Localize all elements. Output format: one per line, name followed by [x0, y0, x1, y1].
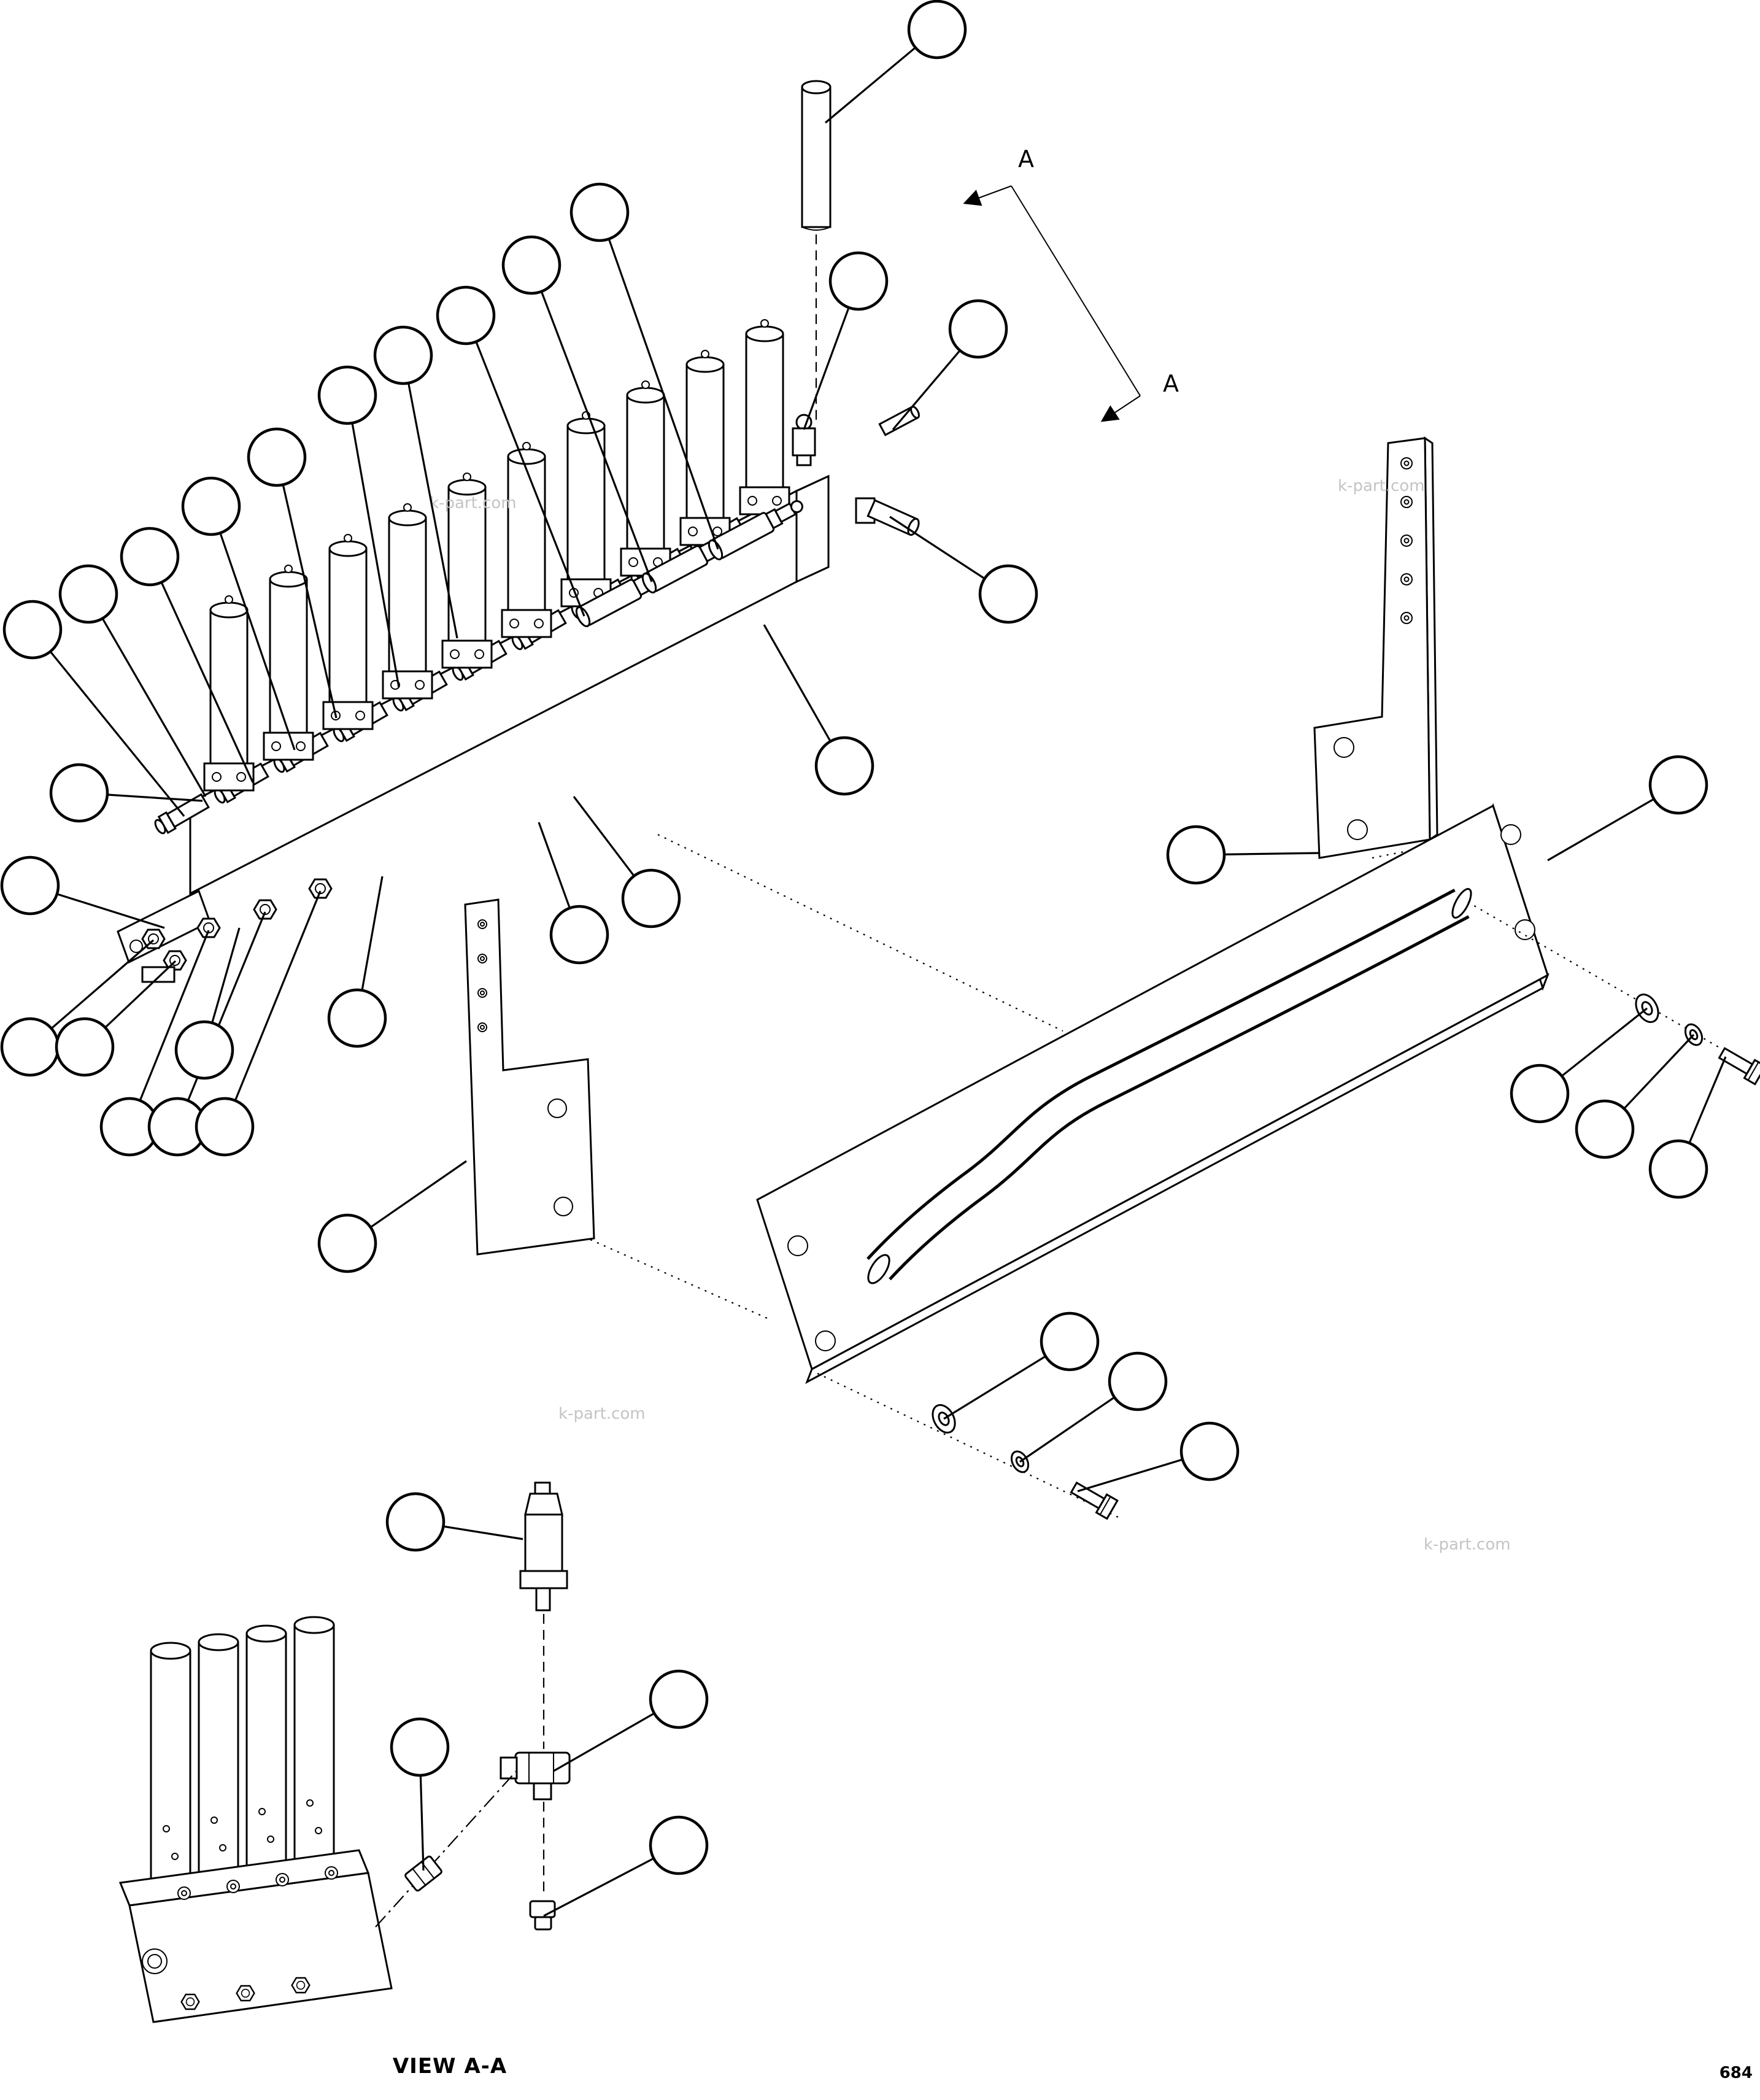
callout-balloon — [1648, 1139, 1708, 1199]
callout-balloon — [195, 1097, 255, 1157]
callout-balloon — [58, 564, 118, 624]
watermark-text: k-part.com — [1338, 477, 1425, 495]
section-arrow-bottom — [1100, 395, 1141, 422]
inlet-nipple — [141, 966, 176, 983]
callout-balloon — [549, 905, 609, 965]
page-number: 684 — [1719, 2064, 1753, 2082]
bracket-left — [464, 898, 595, 1256]
leader-line — [346, 395, 400, 688]
pressure-valve — [519, 1481, 568, 1612]
callout-balloon — [1166, 825, 1226, 885]
callout-balloon — [385, 1492, 446, 1552]
inlet-relief-valve — [792, 414, 816, 466]
leader-line — [128, 930, 210, 1127]
manifold-nut — [253, 899, 277, 920]
watermark-text: k-part.com — [558, 1405, 646, 1423]
callout-balloon — [501, 235, 562, 295]
callout-balloon — [1510, 1064, 1570, 1124]
section-line — [1011, 185, 1141, 396]
main-valve-bank — [117, 318, 920, 983]
aux-cylinder — [245, 1624, 287, 1893]
leader-line — [402, 355, 458, 639]
bracket-right — [1313, 436, 1438, 859]
leader-line — [176, 911, 266, 1127]
callout-balloon — [1575, 1099, 1635, 1159]
aux-valve-bank — [118, 1616, 393, 2023]
section-arrow-top — [963, 185, 1012, 206]
watermark-text: k-part.com — [1424, 1535, 1511, 1554]
callout-balloon — [948, 299, 1008, 359]
callout-balloon — [649, 1815, 709, 1875]
section-label-bottom: A — [1163, 370, 1179, 397]
callout-balloon — [814, 736, 874, 796]
leader-line — [276, 457, 338, 719]
fastener-axis-line — [817, 1373, 1124, 1520]
callout-balloon — [0, 1017, 60, 1077]
section-label-top: A — [1018, 145, 1034, 172]
plug — [529, 1900, 556, 1931]
tube-handle — [866, 888, 1472, 1284]
leader-line — [87, 593, 207, 797]
callout-balloon — [390, 1717, 450, 1777]
leader-line — [465, 315, 585, 617]
callout-balloon — [247, 427, 307, 487]
assembly-axis-line — [375, 1768, 519, 1928]
callout-balloon — [0, 855, 60, 916]
section-marker: A A — [963, 145, 1179, 422]
callout-balloon — [55, 1017, 115, 1077]
leader-line — [223, 890, 322, 1127]
end-plate — [117, 889, 211, 964]
callout-balloon — [649, 1669, 709, 1729]
callout-balloon — [49, 763, 109, 823]
inlet-fitting-nut — [141, 928, 166, 949]
leader-line — [598, 212, 719, 550]
aux-manifold-block — [118, 1849, 393, 2023]
spare-cylinder — [801, 80, 832, 423]
manifold-nut — [308, 878, 333, 899]
leader-line — [210, 506, 296, 751]
adapter-fitting — [404, 1855, 442, 1892]
callout-layer — [0, 0, 1727, 1917]
callout-balloon — [978, 564, 1038, 624]
alignment-line — [657, 834, 1063, 1032]
leader-line — [149, 556, 254, 783]
callout-balloon — [1179, 1421, 1240, 1481]
mounting-plate — [756, 803, 1550, 1384]
leader-line — [31, 628, 185, 817]
callout-balloon — [436, 285, 496, 345]
aux-cylinder — [293, 1616, 335, 1884]
callout-balloon — [1040, 1311, 1100, 1372]
leader-line — [530, 264, 653, 582]
aux-cylinder — [150, 1642, 191, 1910]
callout-balloon — [120, 527, 180, 587]
fastener-axis-line — [1467, 901, 1751, 1066]
alignment-line — [590, 1238, 768, 1319]
callout-balloon — [1648, 755, 1708, 815]
callout-balloon — [317, 365, 377, 425]
callout-balloon — [907, 0, 967, 60]
manifold-nut — [196, 917, 221, 938]
callout-balloon — [327, 988, 387, 1048]
port-fitting — [878, 405, 920, 436]
callout-balloon — [828, 251, 889, 311]
callout-balloon — [174, 1020, 234, 1080]
callout-balloon — [621, 868, 681, 928]
callout-balloon — [181, 476, 241, 536]
callout-balloon — [317, 1213, 377, 1273]
callout-balloon — [2, 600, 63, 660]
aux-cylinder — [198, 1633, 239, 1901]
tee-fitting — [500, 1751, 571, 1801]
callout-balloon — [373, 325, 433, 385]
callout-balloon — [569, 182, 630, 242]
callout-balloon — [1108, 1351, 1168, 1411]
hex-bolt — [1068, 1477, 1119, 1520]
view-caption: VIEW A-A — [393, 2054, 507, 2079]
watermark-text: k-part.com — [430, 494, 517, 512]
